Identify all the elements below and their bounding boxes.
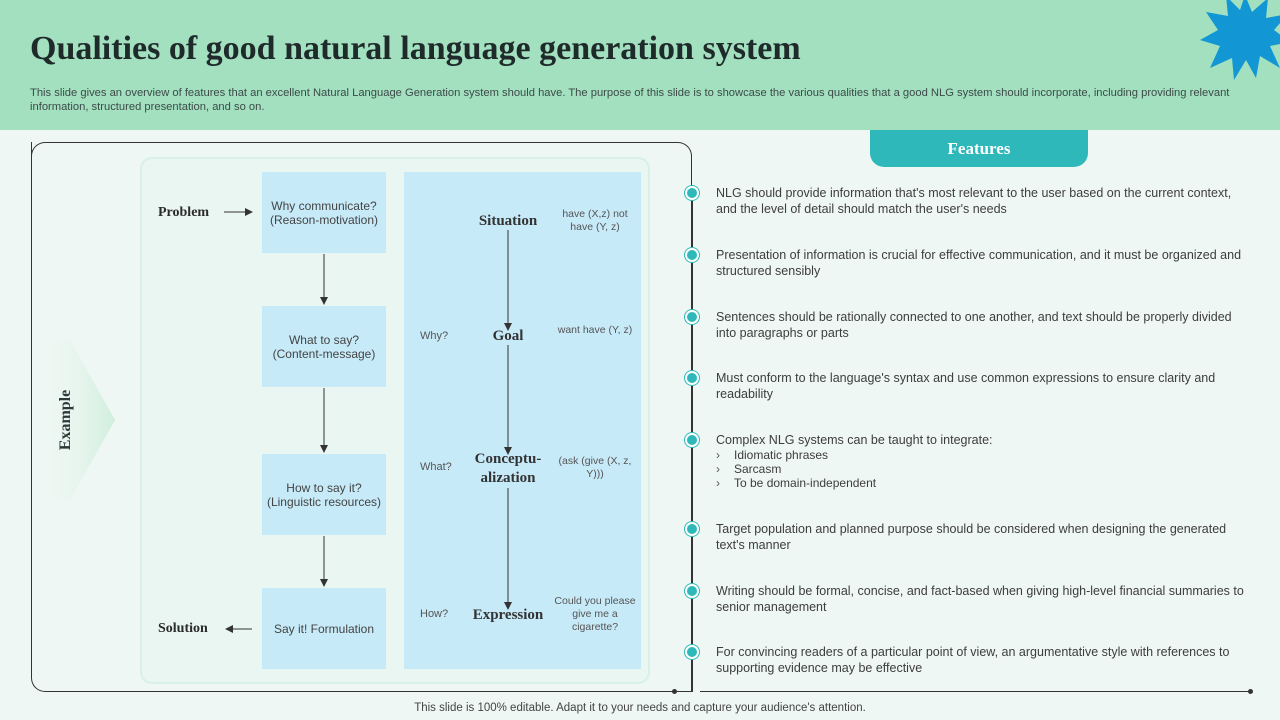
flow-box-how: How to say it?(Linguistic resources): [262, 454, 386, 535]
feature-sub-item: › To be domain-independent: [716, 476, 1251, 490]
header-band: [0, 0, 1280, 130]
example-chevron-icon: [40, 340, 115, 500]
feature-sub-item: › Sarcasm: [716, 462, 1251, 476]
features-end-dot: [1248, 689, 1253, 694]
flow-box-line: (Linguistic resources): [266, 494, 382, 509]
feature-item-integrate: Complex NLG systems can be taught to int…: [716, 432, 1251, 490]
flow-box-line: Say it! Formulation: [273, 621, 375, 636]
feature-item: NLG should provide information that's mo…: [716, 186, 1232, 216]
sub-item-text: To be domain-independent: [734, 476, 877, 490]
flow-box-why: Why communicate?(Reason-motivation): [262, 172, 386, 253]
feature-bullet-dot: [685, 371, 699, 385]
flow-box-line: (Reason-motivation): [269, 212, 379, 227]
stage-example: want have (Y, z): [557, 324, 633, 336]
example-frame-bottom: [45, 691, 675, 692]
features-tab: Features: [870, 130, 1088, 167]
flow-box-line: Why communicate?: [271, 198, 377, 213]
stage-name-line: alization: [480, 470, 536, 486]
feature-sub-item: › Idiomatic phrases: [716, 448, 1251, 462]
footer-note: This slide is 100% editable. Adapt it to…: [414, 702, 866, 714]
stage-goal: Goal: [492, 328, 524, 344]
features-bottom-line: [700, 691, 1250, 692]
feature-bullet-dot: [685, 186, 699, 200]
frame-end-dot: [672, 689, 677, 694]
slide-subtitle: This slide gives an overview of features…: [30, 87, 1230, 113]
example-frame-right: [691, 160, 692, 692]
sub-bullet-icon: ›: [716, 448, 720, 462]
feature-item: Presentation of information is crucial f…: [716, 248, 1242, 278]
feature-bullet-dot: [685, 248, 699, 262]
feature-item: Target population and planned purpose sh…: [716, 522, 1227, 552]
sub-bullet-icon: ›: [716, 476, 720, 490]
stage-question: Why?: [420, 330, 449, 342]
flow-box-line: What to say?: [288, 332, 360, 347]
feature-bullet-dot: [685, 645, 699, 659]
stage-name-line: Conceptu-: [474, 451, 542, 467]
feature-bullet-dot: [685, 433, 699, 447]
flow-box-say: Say it! Formulation: [262, 588, 386, 669]
feature-item: Writing should be formal, concise, and f…: [716, 584, 1244, 614]
feature-bullet-dot: [685, 310, 699, 324]
flow-box-line: How to say it?: [286, 480, 362, 495]
feature-bullet-dot: [685, 522, 699, 536]
feature-item: Complex NLG systems can be taught to int…: [716, 433, 993, 447]
sub-item-text: Sarcasm: [734, 462, 782, 476]
stage-conceptualization: Conceptu-alization: [463, 450, 553, 488]
flow-box-line: (Content-message): [272, 346, 376, 361]
feature-item: Must conform to the language's syntax an…: [716, 371, 1216, 401]
stage-panel: [404, 172, 641, 669]
flow-box-what: What to say?(Content-message): [262, 306, 386, 387]
solution-label: Solution: [158, 621, 208, 636]
starburst-icon: [1200, 0, 1280, 80]
stage-example: (ask (give (X, z, Y))): [558, 455, 632, 480]
sub-item-text: Idiomatic phrases: [734, 448, 829, 462]
feature-bullet-dot: [685, 584, 699, 598]
feature-item: Sentences should be rationally connected…: [716, 310, 1232, 340]
stage-example: Could you please give me a cigarette?: [554, 595, 636, 633]
problem-label: Problem: [158, 205, 210, 220]
stage-expression: Expression: [472, 607, 544, 623]
stage-example: have (X,z) not have (Y, z): [562, 208, 628, 233]
slide-title: Qualities of good natural language gener…: [30, 30, 801, 67]
sub-bullet-icon: ›: [716, 462, 720, 476]
stage-question: How?: [420, 608, 449, 620]
feature-item: For convincing readers of a particular p…: [716, 645, 1230, 675]
stage-question: What?: [420, 461, 452, 473]
stage-situation: Situation: [478, 213, 538, 229]
